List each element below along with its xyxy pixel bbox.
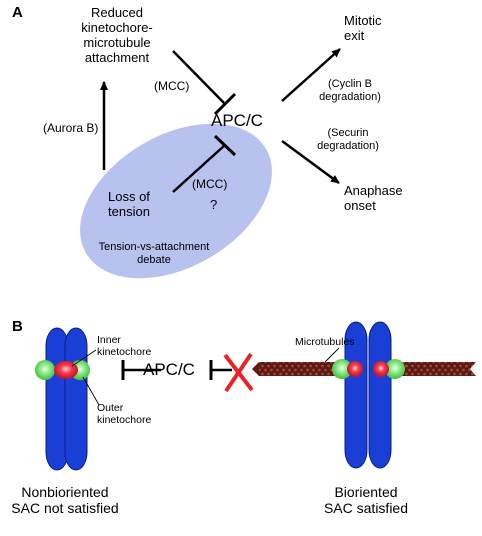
panel-a-label: A	[12, 4, 23, 21]
loss-of-tension-line-2: tension	[108, 203, 150, 219]
debate-line-2: debate	[137, 253, 171, 266]
mitotic-exit-label: Mitotic exit	[344, 13, 382, 44]
reduced-attachment-line-4: attachment	[84, 49, 150, 65]
inner-kinetochore-pointer	[71, 349, 97, 367]
outer-kinetochore-line-1: Outer	[97, 402, 124, 414]
anaphase-onset-line-2: onset	[344, 197, 376, 213]
anaphase-onset-line-1: Anaphase	[344, 183, 403, 198]
reduced-attachment-line-1: Reduced	[90, 5, 144, 20]
mcc-bottom-label: (MCC)	[192, 177, 228, 191]
mitotic-exit-arrow	[281, 48, 341, 102]
microtubules-pointer	[324, 347, 340, 363]
debate-line-1: Tension-vs-attachment	[98, 241, 210, 253]
securin-line-2: degradation)	[317, 139, 379, 152]
nonbioriented-label: Nonbioriented SAC not satisfied	[0, 484, 130, 516]
reduced-attachment-line-2: kinetochore-	[81, 19, 153, 35]
x-mark-stroke-2	[224, 352, 253, 393]
outer-kinetochore-line-2: kinetochore	[97, 414, 152, 427]
loss-of-tension-line-1: Loss of	[108, 189, 150, 204]
cyclin-b-line-2: degradation)	[319, 90, 381, 103]
inner-kinetochore-right-2	[373, 361, 389, 377]
chromatid-right-a	[344, 321, 368, 469]
outer-kinetochore-pointer	[82, 376, 100, 406]
reduced-attachment-label: Reduced kinetochore- microtubule attachm…	[58, 5, 176, 66]
apc-c-label-b: APC/C	[143, 360, 195, 379]
mcc-inhibition-line-top	[172, 50, 226, 105]
outer-kinetochore-left-1	[35, 360, 55, 380]
outer-kinetochore-label: Outer kinetochore	[97, 402, 151, 426]
inner-kinetochore-left	[54, 361, 78, 379]
mcc-inhibition-bar-top	[213, 92, 237, 116]
microtubule-right-end	[470, 362, 476, 376]
microtubules-label: Microtubules	[295, 336, 355, 348]
chromatid-left-b	[64, 327, 88, 471]
inner-kinetochore-label: Inner kinetochore	[97, 334, 151, 358]
nonbioriented-line-1: Nonbioriented	[21, 484, 109, 500]
panel-b-label: B	[12, 318, 23, 335]
mitotic-exit-line-2: exit	[344, 27, 365, 43]
outer-kinetochore-right-1	[332, 359, 352, 379]
mitotic-exit-line-1: Mitotic	[344, 13, 382, 28]
mcc-inhibition-line-bottom	[172, 144, 226, 193]
cyclin-b-label: (Cyclin B degradation)	[306, 78, 394, 103]
debate-label: Tension-vs-attachment debate	[86, 241, 222, 266]
debate-ellipse	[80, 123, 272, 279]
securin-label: (Securin degradation)	[304, 127, 392, 152]
securin-line-1: (Securin	[327, 127, 369, 139]
mcc-inhibition-bar-bottom	[213, 134, 237, 157]
loss-of-tension-label: Loss of tension	[108, 189, 150, 220]
bioriented-line-1: Bioriented	[334, 484, 398, 500]
mcc-top-label: (MCC)	[154, 79, 190, 93]
reduced-attachment-line-3: microtubule	[83, 34, 151, 50]
anaphase-onset-arrow	[281, 139, 340, 185]
anaphase-onset-label: Anaphase onset	[344, 183, 403, 214]
apc-c-label: APC/C	[211, 111, 263, 130]
nonbioriented-line-2: SAC not satisfied	[11, 500, 119, 517]
outer-kinetochore-right-2	[385, 359, 405, 379]
inner-kinetochore-right-1	[347, 361, 363, 377]
inner-kinetochore-line-2: kinetochore	[97, 346, 152, 359]
aurora-b-label: (Aurora B)	[43, 121, 99, 135]
question-mark: ?	[210, 197, 218, 212]
cyclin-b-line-1: (Cyclin B	[327, 78, 372, 90]
microtubule-bundle-left	[259, 362, 343, 376]
chromatid-right-b	[368, 321, 392, 469]
bioriented-label: Bioriented SAC satisfied	[306, 484, 426, 516]
microtubule-bundle-right	[398, 362, 476, 376]
bioriented-line-2: SAC satisfied	[323, 500, 409, 517]
microtubule-left-end	[252, 362, 259, 376]
inner-kinetochore-line-1: Inner	[97, 334, 121, 346]
